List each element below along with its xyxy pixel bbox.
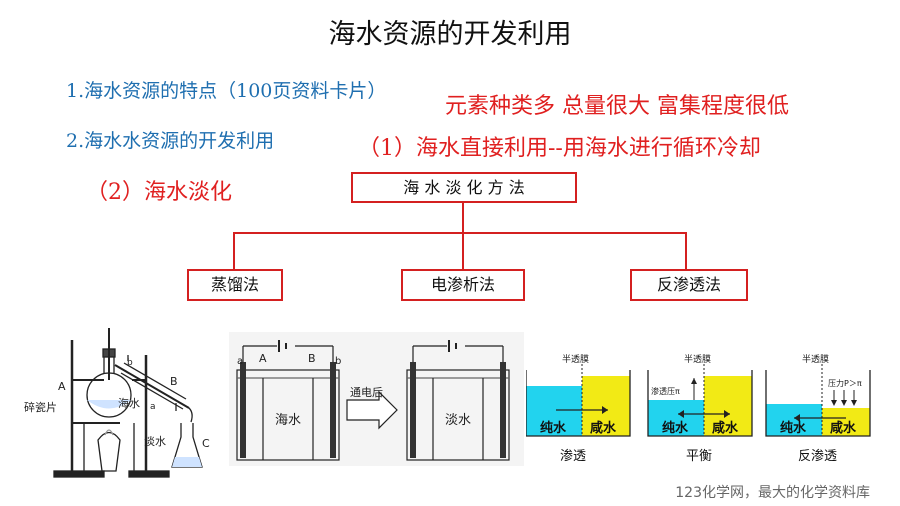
osmotic-pressure-label: 渗透压π bbox=[651, 386, 680, 396]
salt-water-label-2: 咸水 bbox=[712, 420, 739, 436]
cell-seawater-label: 海水 bbox=[275, 413, 301, 428]
use-2-text: （2）海水淡化 bbox=[86, 180, 232, 205]
root-box-desalination-methods: 海 水 淡 化 方 法 bbox=[351, 172, 577, 203]
use-1-text: （1）海水直接利用--用海水进行循环冷却 bbox=[358, 136, 761, 161]
label-seawater: 海水 bbox=[118, 396, 140, 410]
cell-freshwater-label: 淡水 bbox=[445, 413, 471, 428]
label-C: C bbox=[202, 437, 210, 450]
footer-watermark: 123化学网，最大的化学资料库 bbox=[675, 485, 870, 501]
page-title: 海水资源的开发利用 bbox=[328, 19, 572, 50]
osmosis-panel-3: 半透膜 压力P＞π 纯水 咸水 反渗透 bbox=[765, 353, 871, 464]
electrodialysis-diagram: a A B b 海水 通电后 淡水 bbox=[229, 332, 524, 466]
tree-connector-stem bbox=[462, 203, 464, 233]
point-1: 1.海水资源的特点（100页资料卡片） bbox=[66, 80, 387, 102]
energized-label: 通电后 bbox=[350, 386, 383, 399]
tree-connector-right bbox=[685, 232, 687, 269]
label-broken-porcelain: 碎瓷片 bbox=[24, 400, 57, 414]
salt-water-label-1: 咸水 bbox=[590, 420, 617, 436]
caption-equilibrium: 平衡 bbox=[686, 449, 712, 464]
applied-pressure-label: 压力P＞π bbox=[828, 378, 862, 388]
electrode-label-b: b bbox=[335, 356, 341, 367]
osmosis-diagram: 半透膜 纯水 咸水 渗透 半透膜 渗透压π 纯水 咸水 平衡 半透膜 压力P＞π bbox=[526, 353, 871, 464]
label-a: a bbox=[150, 402, 156, 412]
tree-connector-middle bbox=[462, 232, 464, 269]
pure-water-label-3: 纯水 bbox=[780, 420, 807, 436]
pure-water-label-1: 纯水 bbox=[540, 420, 567, 436]
electrode-label-B: B bbox=[308, 352, 316, 365]
point-2: 2.海水水资源的开发利用 bbox=[66, 130, 275, 152]
osmosis-panel-1: 半透膜 纯水 咸水 渗透 bbox=[526, 353, 631, 464]
label-b: b bbox=[127, 358, 133, 368]
caption-reverse-osmosis: 反渗透 bbox=[798, 449, 837, 464]
label-fresh-water: 淡水 bbox=[144, 435, 166, 448]
membrane-label-1: 半透膜 bbox=[562, 353, 589, 365]
membrane-label-2: 半透膜 bbox=[684, 353, 711, 365]
electrode-label-a: a bbox=[237, 356, 243, 367]
features-text: 元素种类多 总量很大 富集程度很低 bbox=[445, 94, 789, 119]
label-B: B bbox=[170, 375, 178, 388]
electrodialysis-background bbox=[229, 332, 524, 466]
salt-water-label-3: 咸水 bbox=[830, 420, 857, 436]
tree-connector-left bbox=[233, 232, 235, 269]
membrane-label-3: 半透膜 bbox=[802, 353, 829, 365]
method-box-reverse-osmosis: 反渗透法 bbox=[630, 269, 748, 301]
osmosis-panel-2: 半透膜 渗透压π 纯水 咸水 平衡 bbox=[647, 353, 753, 464]
tree-connector-bar bbox=[233, 232, 687, 234]
distillation-apparatus-diagram: b A 碎瓷片 海水 a B 淡水 C bbox=[24, 328, 210, 478]
pure-water-label-2: 纯水 bbox=[662, 420, 689, 436]
electrode-label-A: A bbox=[259, 352, 267, 365]
caption-osmosis: 渗透 bbox=[560, 449, 586, 464]
method-box-distillation: 蒸馏法 bbox=[187, 269, 283, 301]
label-A: A bbox=[58, 380, 66, 393]
method-box-electrodialysis: 电渗析法 bbox=[401, 269, 525, 301]
